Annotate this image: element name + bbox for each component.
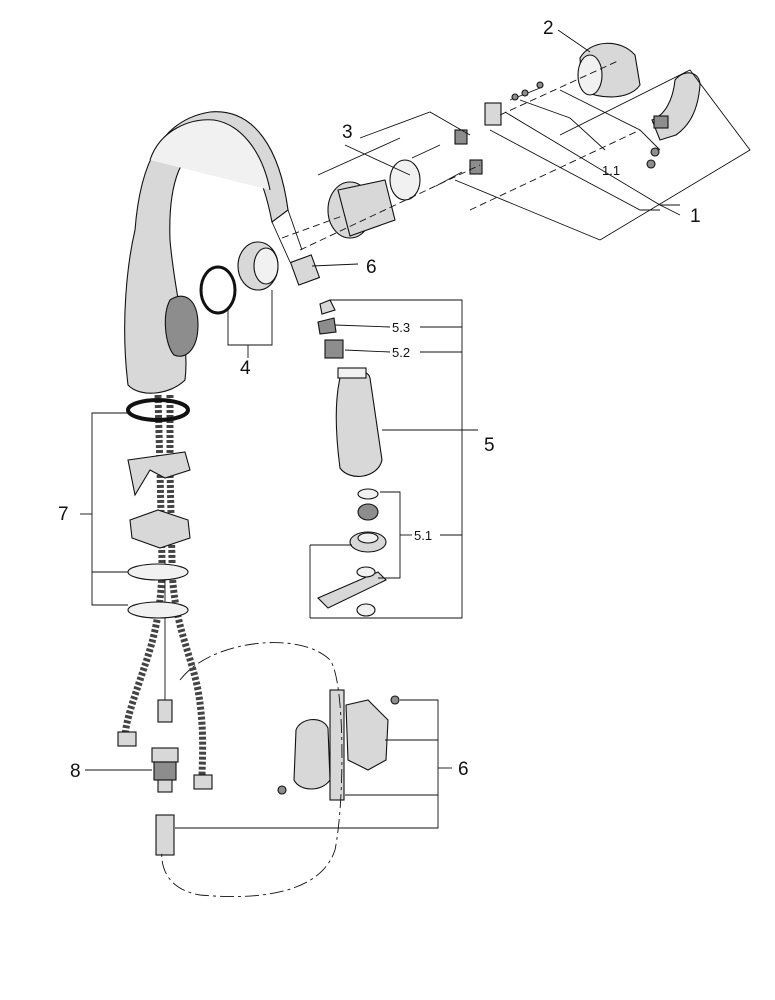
leader-lines [80, 29, 751, 829]
label-1: 1 [690, 206, 701, 227]
wall-bracket [277, 689, 400, 801]
mounting-parts [126, 398, 191, 619]
hose-connector-top [281, 214, 346, 286]
connector-part-8 [151, 747, 179, 856]
label-5: 5 [484, 435, 495, 456]
spray-head [317, 299, 387, 617]
label-3: 3 [342, 122, 353, 143]
adapter-parts-4 [199, 241, 279, 315]
label-5-2: 5.2 [392, 345, 410, 360]
hoses [117, 394, 213, 790]
label-6-bottom: 6 [458, 759, 469, 780]
escutcheon-cap [577, 42, 641, 98]
hose-route [161, 642, 343, 897]
label-6-top: 6 [366, 257, 377, 278]
label-1-1: 1.1 [602, 163, 620, 178]
small-screws [509, 81, 544, 101]
label-5-1: 5.1 [414, 528, 432, 543]
label-5-3: 5.3 [392, 320, 410, 335]
label-2: 2 [543, 18, 554, 39]
cartridge-assembly [327, 102, 502, 239]
lever-handle [646, 72, 701, 169]
label-8: 8 [70, 761, 81, 782]
label-7: 7 [58, 504, 69, 525]
assembly-axes [299, 59, 641, 251]
faucet-body [124, 111, 303, 394]
label-4: 4 [240, 358, 251, 379]
